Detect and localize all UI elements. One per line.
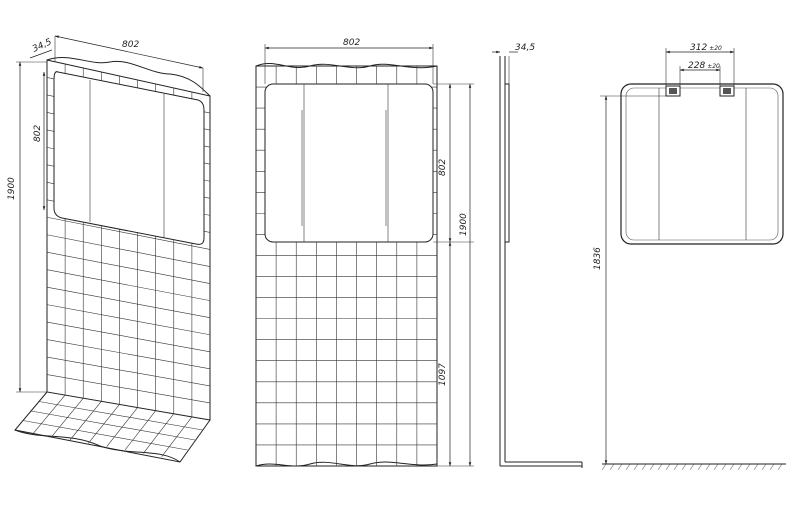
tile-joint <box>609 463 615 471</box>
tile-joint <box>665 463 671 471</box>
perspective-view: 802 34,5 1900 802 <box>7 35 211 463</box>
dim-width-label: 802 <box>122 40 139 50</box>
tile-joint <box>689 463 695 471</box>
tile-joint <box>713 463 719 471</box>
tile-joint <box>46 216 211 250</box>
tile-joint <box>641 463 647 471</box>
tile-joint <box>46 356 211 387</box>
back-view: 312±20 228±20 1836 <box>593 43 786 471</box>
dim-inner-spacing-label: 228±20 <box>688 61 720 71</box>
dim-mirror-height-label: 802 <box>438 159 448 176</box>
dimension-line <box>29 49 53 59</box>
tile-joint <box>46 374 211 404</box>
tile-joint <box>633 463 639 471</box>
tile-joint <box>705 463 711 471</box>
floor-hatch <box>601 463 783 471</box>
tile-joint <box>753 463 759 471</box>
wall-break-line <box>255 62 438 69</box>
tile-joint <box>777 463 783 471</box>
mounting-bracket-left <box>665 85 681 97</box>
mirror-side-profile <box>504 83 510 243</box>
tile-joint <box>46 269 211 301</box>
tile-joint <box>22 420 188 451</box>
wall-outline <box>255 65 438 467</box>
tile-joint <box>46 339 211 370</box>
floor-tile-grid <box>22 394 203 457</box>
dimension-line <box>54 35 204 69</box>
tile-joint <box>657 463 663 471</box>
front-view: 802 802 1900 1097 <box>255 38 474 467</box>
tile-joint <box>649 463 655 471</box>
dim-total-height-label: 1900 <box>459 213 469 236</box>
dim-mirror-height-label: 802 <box>33 125 43 142</box>
floor-break-line <box>255 461 438 467</box>
tile-joint <box>729 463 735 471</box>
tile-joint <box>46 286 211 318</box>
tile-joint <box>46 234 211 267</box>
tile-joint <box>46 304 211 336</box>
dim-depth-label: 34,5 <box>31 37 54 55</box>
tile-joint <box>761 463 767 471</box>
mirror-panel <box>264 83 434 243</box>
dim-outer-spacing-label: 312±20 <box>690 43 722 53</box>
side-view: 34,5 <box>492 43 583 468</box>
tile-joint <box>46 251 211 284</box>
mounting-bracket-right <box>719 85 735 97</box>
tile-joint <box>38 401 203 431</box>
tile-joint <box>721 463 727 471</box>
tile-joint <box>46 321 211 353</box>
tile-joint <box>673 463 679 471</box>
tile-joint <box>681 463 687 471</box>
floor-break-line <box>14 429 181 463</box>
tile-joint <box>737 463 743 471</box>
dim-lower-height-label: 1097 <box>438 363 448 386</box>
tile-joint <box>617 463 623 471</box>
mirror-back-panel <box>620 83 784 245</box>
mirror-inner-edge <box>625 87 779 241</box>
tile-joint <box>625 463 631 471</box>
tile-joint <box>697 463 703 471</box>
tile-joint <box>745 463 751 471</box>
mirror-panel <box>53 71 205 245</box>
tile-joint <box>601 463 607 471</box>
tile-joint <box>30 410 196 441</box>
dim-mount-height-label: 1836 <box>593 247 603 270</box>
tile-joint <box>769 463 775 471</box>
dim-width-label: 802 <box>343 38 360 48</box>
dim-depth-label: 34,5 <box>515 43 535 53</box>
dim-height-label: 1900 <box>7 177 17 200</box>
